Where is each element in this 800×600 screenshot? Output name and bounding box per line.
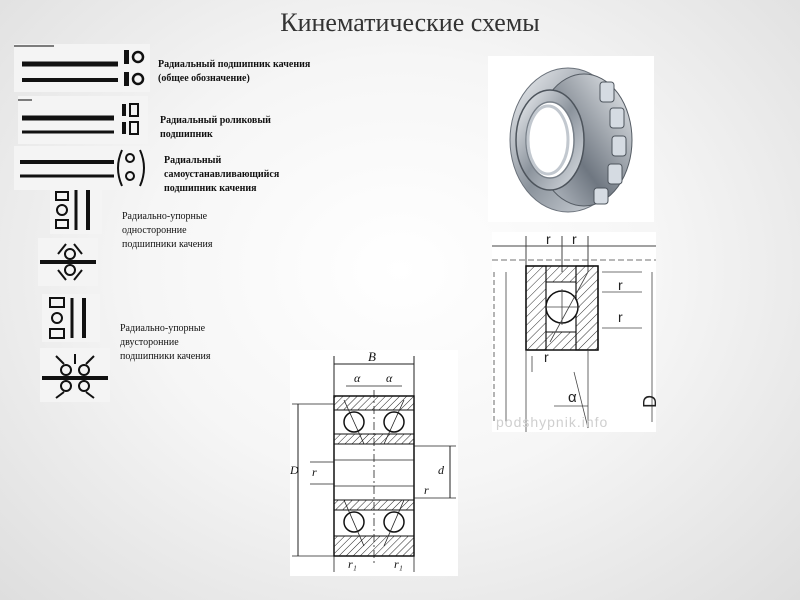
dim-D: D — [640, 395, 656, 408]
double-angular-bearing-drawing: B α α D d r r — [289, 349, 458, 576]
slide-title: Кинематические схемы — [280, 8, 540, 37]
dim-r-left: r — [546, 232, 551, 247]
legend-label-4: Радиально-упорные односторонние подшипни… — [122, 211, 213, 250]
symbol-angular-double-a — [42, 294, 100, 342]
symbol-self-aligning-bearing — [14, 146, 150, 190]
symbol-radial-bearing-general — [14, 44, 150, 92]
dim-r-bottom: r — [544, 349, 549, 365]
dim-r1-left: r₁ — [348, 557, 357, 571]
dim-D-left: D — [290, 463, 299, 477]
dim-r-right: r — [424, 483, 429, 497]
dim-r-side-1: r — [618, 277, 623, 293]
legend-label-3: Радиальный самоустанавливающийся подшипн… — [164, 155, 280, 194]
dim-d: d — [438, 463, 445, 477]
dim-r-left: r — [312, 465, 317, 479]
dim-alpha-right: α — [386, 371, 393, 385]
dim-r-side-2: r — [618, 309, 623, 325]
legend-label-2: Радиальный роликовый подшипник — [160, 115, 271, 140]
angular-bearing-drawing: r r r r r α D podshypnik.info — [492, 231, 660, 432]
dim-alpha: α — [568, 389, 577, 406]
dim-r-right: r — [572, 232, 577, 247]
dim-alpha-left: α — [354, 371, 361, 385]
legend-label-1: Радиальный подшипник качения (общее обоз… — [158, 59, 311, 84]
symbol-angular-double-b — [40, 348, 110, 402]
symbol-radial-roller-bearing — [18, 96, 148, 144]
watermark: podshypnik.info — [496, 414, 609, 430]
symbol-angular-single-b — [38, 238, 98, 286]
dim-B: B — [368, 350, 376, 364]
symbol-angular-single-a — [50, 186, 102, 234]
bearing-photo — [488, 56, 654, 222]
dim-r1-right: r₁ — [394, 557, 403, 571]
legend-label-5: Радиально-упорные двусторонние подшипник… — [120, 323, 211, 362]
